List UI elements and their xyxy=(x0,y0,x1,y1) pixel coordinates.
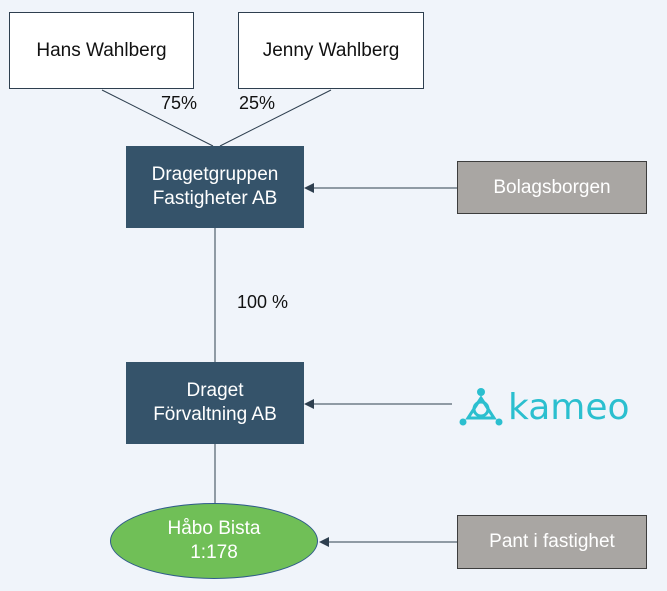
collateral-box: Pant i fastighet xyxy=(457,515,647,569)
owner-box-jenny: Jenny Wahlberg xyxy=(238,12,424,89)
share-label-hans: 75% xyxy=(161,93,198,113)
guarantee-box: Bolagsborgen xyxy=(457,161,647,214)
guarantee-label: Bolagsborgen xyxy=(493,176,611,198)
company-name-line1: Draget xyxy=(186,380,244,401)
collateral-label: Pant i fastighet xyxy=(489,531,615,552)
ownership-percent-label: 100 % xyxy=(237,292,289,312)
owner-jenny-connector xyxy=(219,89,332,147)
subsidiary-box: Draget Förvaltning AB xyxy=(126,362,304,444)
kameo-emblem-icon xyxy=(459,388,503,426)
owner-box-hans: Hans Wahlberg xyxy=(9,12,194,89)
property-name-line1: Håbo Bista xyxy=(167,518,261,539)
kameo-wordmark: kameo xyxy=(508,387,630,428)
owner-hans-connector xyxy=(101,89,214,147)
kameo-logo: kameo xyxy=(458,383,643,433)
company-name-line1: Dragetgruppen xyxy=(151,164,279,185)
company-name-line2: Förvaltning AB xyxy=(153,404,277,425)
owner-name: Jenny Wahlberg xyxy=(262,39,400,61)
property-ellipse: Håbo Bista 1:178 xyxy=(110,503,318,579)
owner-name: Hans Wahlberg xyxy=(36,39,167,61)
company-name-line2: Fastigheter AB xyxy=(152,188,278,209)
holding-company-box: Dragetgruppen Fastigheter AB xyxy=(126,146,304,228)
property-name-line2: 1:178 xyxy=(190,542,238,563)
share-label-jenny: 25% xyxy=(239,93,276,113)
